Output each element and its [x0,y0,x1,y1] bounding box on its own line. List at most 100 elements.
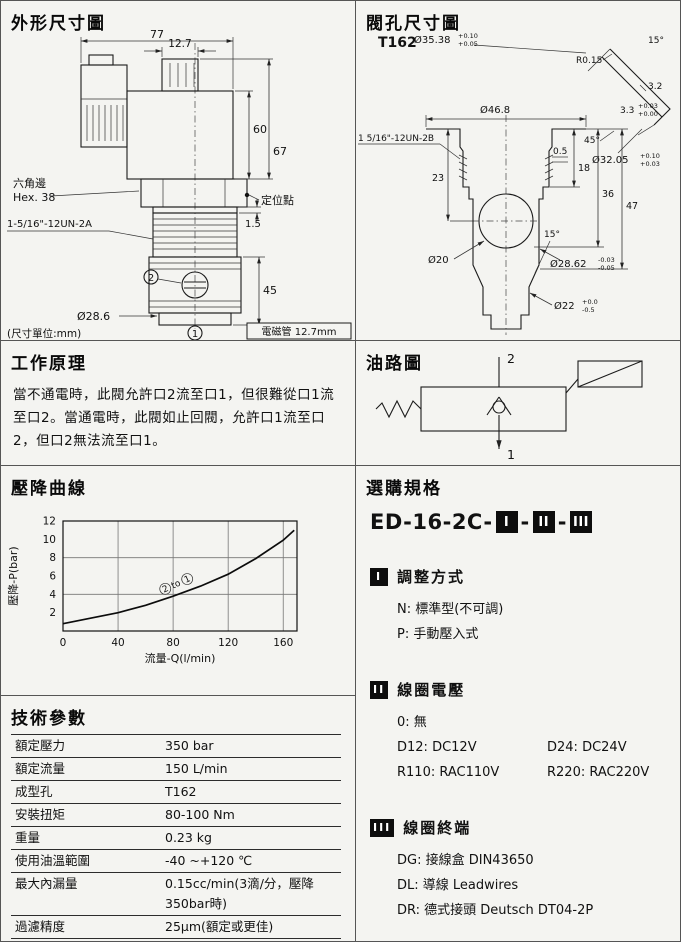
svg-text:40: 40 [111,637,124,649]
thread-label: 1-5/16"-12UN-2A [7,219,92,230]
cavity-model-label: T162 [378,35,417,51]
y-axis-label: 壓降-P(bar) [6,546,20,605]
option-item: R220: RAC220V [547,765,650,780]
spec-value: 80-100 Nm [165,807,235,822]
panel-title-cavity: 閥孔尺寸圖 [366,14,461,34]
dim-d32-label: Ø32.05 [592,154,629,166]
port-2-label: 2 [148,273,154,284]
coil-note-box: 電磁管 12.7mm [246,322,352,340]
cavity-dimension-panel: 閥孔尺寸圖 T162 [355,0,681,341]
working-principle-panel: 工作原理 當不通電時，此閥允許口2流至口1，但很難從口1流至口2。當通電時，此閥… [0,340,356,466]
annotation-from-port: 2 [161,584,170,595]
dim-45: 45 [233,256,277,326]
section-options: N: 標準型(不可調) P: 手動壓入式 [397,597,672,647]
nose-diameter-label: Ø28.6 [77,310,110,323]
section-heading: 線圈電壓 [397,681,466,699]
panel-title-principle: 工作原理 [11,354,87,374]
panel-title-specs: 技術參數 [11,709,87,729]
dim-d468-label: Ø46.8 [480,104,510,116]
annotation-word: to [170,578,183,591]
cavity-drawing: T162 [358,32,671,335]
spring-symbol [375,399,422,419]
hex-size-label: Hex. 38 [13,191,55,204]
section-heading: 線圈終端 [403,819,472,837]
angle15-mid-label: 15° [544,230,560,240]
g33-tol-lower: +0.00 [638,110,658,118]
dim-h23: 23 [432,129,474,222]
thread-section [152,212,238,258]
svg-text:10: 10 [43,534,56,546]
valve-symbol [420,357,567,449]
svg-text:0: 0 [60,637,67,649]
model-dash: - [557,510,567,534]
dim-d22-tol-upper: +0.0 [582,298,598,306]
ordering-section-voltage: II 線圈電壓 0: 無 D12: DC12V D24: DC24V R110:… [370,679,672,785]
svg-text:8: 8 [49,552,56,564]
dim-d35-tol-upper: +0.10 [458,32,478,40]
spec-value: 25μm(額定或更佳) [165,919,274,934]
dim-h05-label: 0.5 [553,147,567,157]
dim-1-5-label: 1.5 [245,219,261,230]
table-row: 安裝扭矩 80-100 Nm [11,804,341,827]
x-axis-label: 流量-Q(l/min) [145,651,216,665]
spec-label: 重量 [15,830,41,845]
outline-drawing: 77 12.7 60 67 [7,29,352,341]
dim-h47-label: 47 [626,201,638,212]
circuit-diagram: 2 1 [375,351,643,462]
dim-d20-label: Ø20 [428,254,449,266]
cavity-thread-label: 1 5/16"-12UN-2B [358,134,434,144]
option-row: D12: DC12V D24: DC24V [397,735,672,760]
port-1-label: 1 [192,329,198,340]
model-code-box-3: III [569,511,592,533]
corner-detail: 15° R0.15 3.2 3.3 +0.03 +0.00 45° Ø32.05… [576,36,671,168]
cavity-thread-callout: 1 5/16"-12UN-2B [358,134,461,160]
section-head: II 線圈電壓 [370,679,672,700]
spec-value: -40 ~+120 ℃ [165,853,253,868]
option-item: N: 標準型(不可調) [397,602,504,617]
spec-label: 額定流量 [15,761,66,776]
dim-d20: Ø20 [428,240,485,266]
section-options: 0: 無 D12: DC12V D24: DC24V R110: RAC110V… [397,710,672,785]
top-nut [161,58,199,92]
option-item: 0: 無 [397,715,427,730]
svg-text:6: 6 [49,571,56,583]
cavity-profile [426,128,586,330]
panel-title-ordering: 選購規格 [366,479,442,499]
angle45-label: 45° [584,136,600,146]
spec-label: 安裝扭矩 [15,807,66,822]
angle15-top-label: 15° [648,36,664,46]
dim-12-7: 12.7 [144,38,216,57]
dim-60: 60 [235,90,267,180]
hex-label: 六角邊 [13,176,46,190]
svg-text:4: 4 [49,589,56,601]
port-1-balloon: 1 [187,325,203,341]
section-number-box: I [370,567,388,586]
ordering-panel: 選購規格 ED-16-2C- I - II - III I 調整方式 N: 標準… [355,465,681,942]
dim-d35: Ø35.38 +0.10 +0.05 [414,32,587,54]
dim-d22: Ø22 +0.0 -0.5 [529,292,598,314]
option-item: D24: DC24V [547,740,627,755]
dim-60-label: 60 [253,123,267,136]
angle15-mid: 15° [534,230,560,274]
table-row: 使用油溫範圍-40 ~+120 ℃ [11,850,341,873]
nose-diameter-callout: Ø28.6 [77,310,157,323]
model-code: ED-16-2C- I - II - III [370,510,672,534]
dim-d2862-tol-upper: -0.03 [598,256,615,264]
dim-d2862: Ø28.62 -0.03 -0.05 [539,248,615,272]
svg-text:12: 12 [43,516,56,528]
hydraulic-circuit-panel: 油路圖 2 1 [355,340,681,466]
svg-text:160: 160 [273,637,293,649]
svg-text:2: 2 [49,607,56,619]
dim-d468: Ø46.8 [425,104,587,127]
dim-67-label: 67 [273,145,287,158]
hex-callout: 六角邊 Hex. 38 [13,176,140,204]
